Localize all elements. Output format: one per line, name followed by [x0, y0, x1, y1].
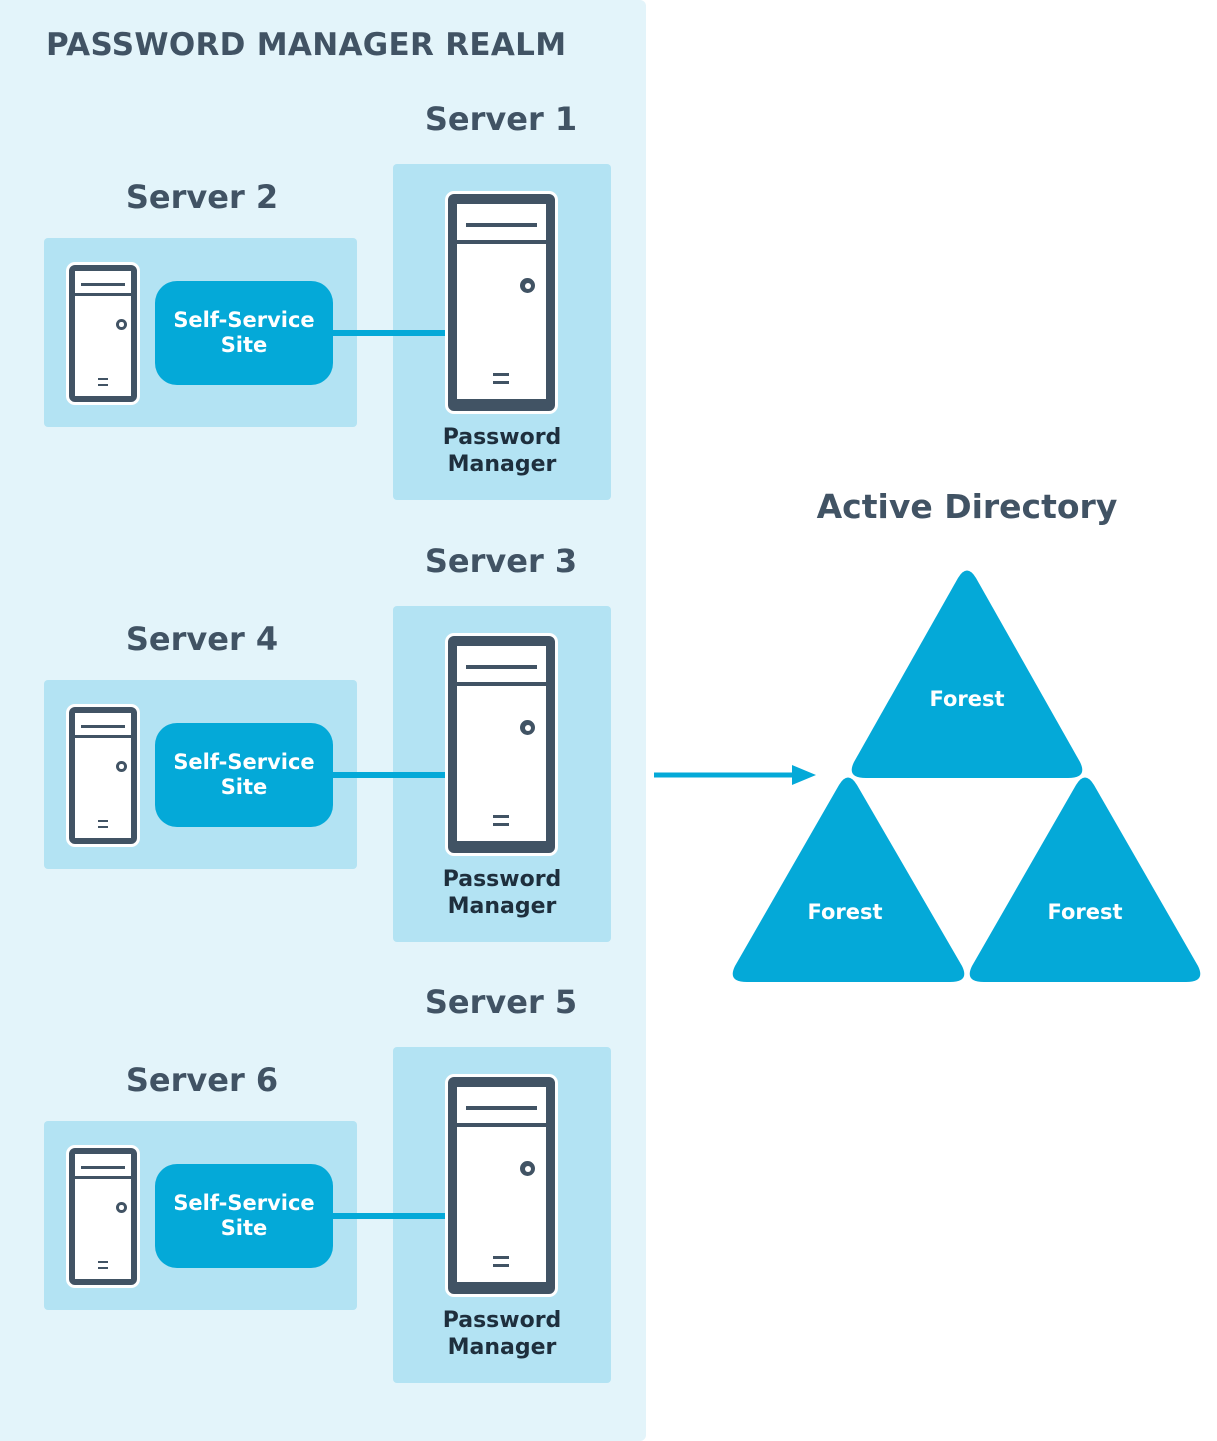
pm-label-line1: Password — [442, 1308, 562, 1333]
realm-title: PASSWORD MANAGER REALM — [46, 27, 567, 63]
connector-line — [333, 330, 445, 336]
password-manager-realm: PASSWORD MANAGER REALM Server 1 Server 2… — [0, 0, 646, 1441]
server-tower-icon — [66, 1145, 140, 1288]
server-1-label: Server 1 — [424, 100, 578, 138]
server-3-label: Server 3 — [424, 542, 578, 580]
connector-line — [333, 772, 445, 778]
forest-label: Forest — [929, 687, 1004, 711]
server-tower-icon — [66, 262, 140, 405]
server-5-label: Server 5 — [424, 983, 578, 1021]
forest-triangle-top[interactable]: Forest — [851, 570, 1083, 779]
server-4-label: Server 4 — [125, 620, 279, 658]
forest-label: Forest — [1047, 900, 1122, 924]
server-tower-icon — [445, 633, 558, 856]
site-label-line1: Self-Service — [173, 308, 315, 332]
server-6-label: Server 6 — [125, 1061, 279, 1099]
forest-label: Forest — [807, 900, 882, 924]
pm-label-line2: Manager — [447, 894, 557, 919]
site-label-line1: Self-Service — [173, 1191, 315, 1215]
arrow-right-icon — [654, 765, 816, 785]
forest-triangle-right[interactable]: Forest — [969, 777, 1201, 983]
connector-line — [333, 1213, 445, 1219]
site-label-line2: Site — [220, 333, 268, 357]
active-directory-title: Active Directory — [816, 487, 1118, 526]
server-tower-icon — [445, 191, 558, 414]
pm-label-line1: Password — [442, 867, 562, 892]
pm-label-line2: Manager — [447, 1335, 557, 1360]
active-directory-forests: Forest Forest Forest — [654, 570, 1201, 983]
server-tower-icon — [66, 704, 140, 847]
forest-triangle-left[interactable]: Forest — [732, 777, 965, 983]
pm-label-line1: Password — [442, 425, 562, 450]
site-label-line1: Self-Service — [173, 750, 315, 774]
site-label-line2: Site — [220, 1216, 268, 1240]
site-label-line2: Site — [220, 775, 268, 799]
server-tower-icon — [445, 1074, 558, 1297]
server-2-label: Server 2 — [125, 178, 279, 216]
pm-label-line2: Manager — [447, 452, 557, 477]
